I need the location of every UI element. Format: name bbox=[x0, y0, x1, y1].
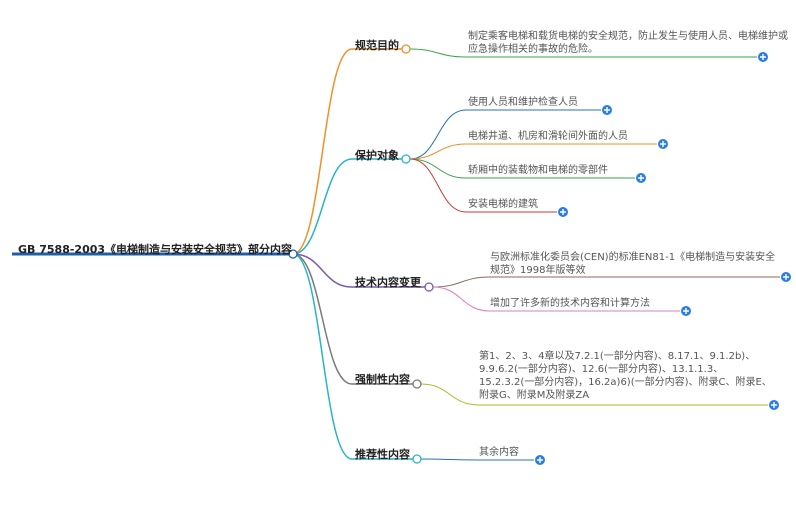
leaf-edge bbox=[409, 143, 467, 160]
plus-icon-glyph bbox=[537, 457, 543, 463]
plus-icon-glyph bbox=[683, 308, 689, 314]
leaf-protected-users[interactable]: 使用人员和维护检查人员 bbox=[468, 97, 578, 108]
plus-icon-glyph bbox=[760, 54, 766, 60]
leaf-purpose-text[interactable]: 制定乘客电梯和载货电梯的安全规范，防止发生与使用人员、电梯维护或应急操作相关的事… bbox=[468, 31, 788, 55]
leaf-edge bbox=[409, 109, 467, 160]
circle-node-icon[interactable] bbox=[401, 154, 411, 164]
circle-node-icon[interactable] bbox=[412, 379, 422, 389]
branch-edge bbox=[292, 158, 353, 255]
circle-node-icon[interactable] bbox=[288, 249, 298, 259]
branch-label-tech-changes[interactable]: 技术内容变更 bbox=[355, 276, 421, 289]
leaf-mandatory-clauses[interactable]: 第1、2、3、4章以及7.2.1(一部分内容)、8.17.1、9.1.2b)、9… bbox=[479, 351, 772, 401]
leaf-edge bbox=[409, 158, 467, 213]
plus-icon-glyph bbox=[560, 209, 566, 215]
leaf-edge bbox=[420, 383, 480, 406]
branch-edge bbox=[292, 253, 353, 460]
circle-node-icon[interactable] bbox=[412, 454, 422, 464]
plus-icon-glyph bbox=[638, 175, 644, 181]
leaf-edge bbox=[409, 158, 467, 179]
leaf-tech-equivalent[interactable]: 与欧洲标准化委员会(CEN)的标准EN81-1《电梯制造与安装安全规范》1998… bbox=[490, 252, 776, 276]
leaf-edge bbox=[432, 286, 491, 312]
leaf-protected-load[interactable]: 轿厢中的装载物和电梯的零部件 bbox=[468, 165, 608, 176]
branch-label-mandatory[interactable]: 强制性内容 bbox=[355, 373, 410, 386]
root-node-label[interactable]: GB 7588-2003《电梯制造与安装安全规范》部分内容 bbox=[18, 243, 293, 256]
plus-icon-glyph bbox=[660, 141, 666, 147]
branch-edge bbox=[292, 253, 353, 385]
plus-icon-glyph bbox=[771, 402, 777, 408]
leaf-protected-building[interactable]: 安装电梯的建筑 bbox=[468, 199, 538, 210]
leaf-edge bbox=[432, 276, 491, 288]
branch-edge bbox=[292, 253, 353, 288]
circle-node-icon[interactable] bbox=[424, 282, 434, 292]
plus-icon-glyph bbox=[604, 107, 610, 113]
branch-label-protected[interactable]: 保护对象 bbox=[355, 149, 399, 162]
leaf-tech-new[interactable]: 增加了许多新的技术内容和计算方法 bbox=[490, 298, 650, 309]
leaf-recommended-rest[interactable]: 其余内容 bbox=[479, 447, 519, 458]
plus-icon-glyph bbox=[783, 274, 789, 280]
branch-edge bbox=[292, 48, 353, 255]
leaf-protected-outside[interactable]: 电梯井道、机房和滑轮间外面的人员 bbox=[468, 131, 628, 142]
branch-label-recommended[interactable]: 推荐性内容 bbox=[355, 448, 410, 461]
leaf-edge bbox=[409, 48, 467, 58]
branch-label-purpose[interactable]: 规范目的 bbox=[355, 39, 399, 52]
circle-node-icon[interactable] bbox=[401, 44, 411, 54]
leaf-edge bbox=[420, 458, 480, 461]
